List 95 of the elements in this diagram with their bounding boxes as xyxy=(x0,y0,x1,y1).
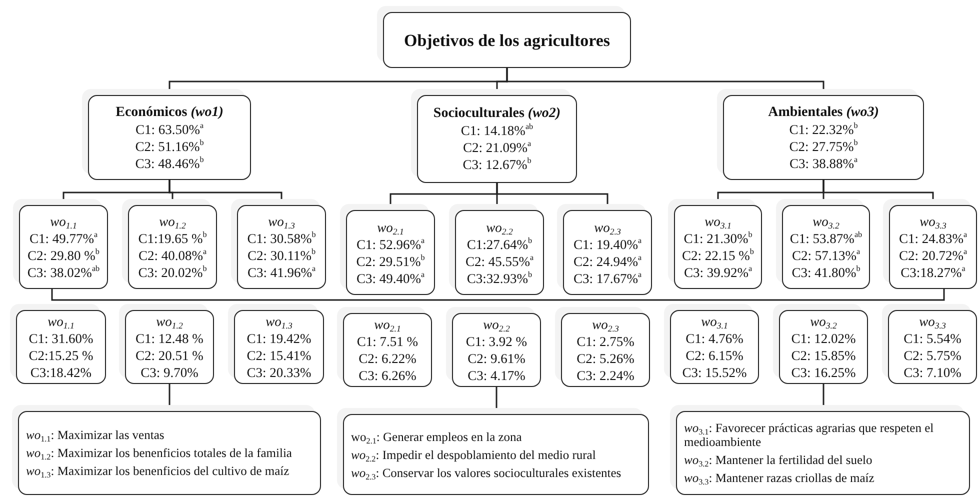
value-text: C3:18.42% xyxy=(30,364,92,381)
objective-label: wo$_{1.2}$ xyxy=(156,313,183,330)
value-text: C1:19.65 %$^{b}$ xyxy=(138,230,207,247)
value-text: C2: 29.80 %$^{b}$ xyxy=(28,247,100,264)
value-text: C2: 6.15% xyxy=(686,347,744,364)
value-text: C1: 19.40%$^{a}$ xyxy=(573,236,642,252)
value-text: C3: 49.40%$^{a}$ xyxy=(356,270,425,286)
value-text: C3: 20.02%$^{b}$ xyxy=(138,264,207,281)
value-text: C3: 38.88%$^{a}$ xyxy=(789,154,858,172)
value-text: C3:32.93%$^{b}$ xyxy=(466,270,532,286)
definition-text: wo$_{1.3}$: Maximizar los benenficios del cultivo de maíz xyxy=(26,464,290,478)
value-text: C1: 14.18%$^{ab}$ xyxy=(460,122,534,139)
definition-text: wo$_{2.3}$: Conservar los valores socioculturales existentes xyxy=(351,466,622,480)
value-text: C2: 20.72%$^{a}$ xyxy=(898,247,968,264)
value-text: C3: 39.92%$^{a}$ xyxy=(684,264,752,281)
value-text: C2: 15.85% xyxy=(791,347,856,364)
heading: Económicos (wo1) xyxy=(116,104,224,120)
objective-label: wo$_{2.1}$ xyxy=(377,218,404,236)
definition-text: wo$_{3.2}$: Mantener la fertilidad del suelo xyxy=(684,453,872,467)
value-text: C2: 24.94%$^{a}$ xyxy=(573,252,642,270)
value-text: C2: 21.09%$^{a}$ xyxy=(462,139,532,156)
objective-label: wo$_{3.1}$ xyxy=(704,213,732,230)
value-text: C2: 45.55%$^{a}$ xyxy=(465,252,534,270)
value-text: C1: 63.50%$^{a}$ xyxy=(135,120,204,138)
value-text: C1: 49.77%$^{a}$ xyxy=(29,230,98,247)
value-text: C2: 6.22% xyxy=(358,350,416,367)
value-text: C1: 4.76% xyxy=(686,330,744,347)
value-text: C1: 24.83%$^{a}$ xyxy=(898,230,968,247)
objective-label: wo$_{1.2}$ xyxy=(159,213,186,230)
objective-label: wo$_{3.2}$ xyxy=(810,313,837,330)
value-text: C3: 16.25% xyxy=(791,364,856,381)
value-text: C1: 5.54% xyxy=(904,330,962,347)
value-text: C3: 17.67%$^{a}$ xyxy=(573,270,642,286)
value-text: C2: 29.51%$^{b}$ xyxy=(356,252,425,270)
value-text: C2: 5.75% xyxy=(904,347,962,364)
value-text: C2: 51.16%$^{b}$ xyxy=(135,138,204,154)
value-text: C2: 40.08%$^{a}$ xyxy=(138,247,207,264)
objective-label: wo$_{1.3}$ xyxy=(266,313,292,330)
objective-label: wo$_{2.2}$ xyxy=(486,218,513,236)
value-text: C3: 15.52% xyxy=(682,364,747,381)
objective-label: wo$_{3.3}$ xyxy=(919,313,946,330)
objective-label: wo$_{2.3}$ xyxy=(594,218,621,236)
value-text: C3: 7.10% xyxy=(904,364,962,381)
value-text: C1: 22.32%$^{b}$ xyxy=(789,120,858,138)
objective-label: wo$_{3.3}$ xyxy=(920,213,946,230)
value-text: C2: 15.41% xyxy=(246,347,312,364)
heading: Socioculturales (wo2) xyxy=(433,105,561,122)
objective-label: wo$_{2.2}$ xyxy=(483,316,510,333)
value-text: C1: 12.48 % xyxy=(136,330,204,347)
value-text: C2: 57.13%$^{a}$ xyxy=(792,247,860,264)
value-text: C3: 12.67%$^{b}$ xyxy=(462,156,532,173)
definition-text: wo$_{2.1}$: Generar empleos en la zona xyxy=(351,430,522,444)
value-text: C2: 9.61% xyxy=(468,350,526,367)
objective-label: wo$_{3.1}$ xyxy=(701,313,728,330)
heading: Objetivos de los agricultores xyxy=(404,32,610,48)
value-text: C1: 3.92 % xyxy=(466,333,528,350)
value-text: C3: 6.26% xyxy=(358,367,416,384)
heading: Ambientales (wo3) xyxy=(768,104,879,120)
objective-label: wo$_{2.1}$ xyxy=(374,316,401,333)
connector-line xyxy=(51,289,945,301)
value-text: C1: 53.87%$^{ab}$ xyxy=(790,230,862,247)
value-text: C2:15.25 % xyxy=(28,347,94,364)
value-text: C1: 19.42% xyxy=(246,330,312,347)
value-text: C1: 31.60% xyxy=(28,330,94,347)
definition-text: wo$_{1.2}$: Maximizar los benenficios totales de la familia xyxy=(26,446,292,460)
value-text: C3: 2.24% xyxy=(576,367,634,384)
value-text: C2: 5.26% xyxy=(576,350,634,367)
value-text: C3: 48.46%$^{b}$ xyxy=(135,154,204,172)
definition-text: wo$_{3.1}$: Favorecer prácticas agrarias que respeten el medioambiente xyxy=(684,421,935,449)
value-text: C3: 41.96%$^{a}$ xyxy=(247,264,316,281)
definition-text: wo$_{2.2}$: Impedir el despoblamiento del medio rural xyxy=(351,448,596,462)
value-text: C3: 4.17% xyxy=(468,367,526,384)
value-text: C3: 9.70% xyxy=(140,364,198,381)
value-text: C2: 27.75%$^{b}$ xyxy=(789,138,858,154)
value-text: C3: 38.02%$^{ab}$ xyxy=(27,264,100,281)
objective-label: wo$_{1.1}$ xyxy=(50,213,77,230)
definition-text: wo$_{1.1}$: Maximizar las ventas xyxy=(26,428,164,442)
objective-label: wo$_{2.3}$ xyxy=(592,316,619,333)
value-text: C1: 21.30%$^{b}$ xyxy=(684,230,752,247)
value-text: C3: 41.80%$^{b}$ xyxy=(792,264,860,281)
value-text: C1: 2.75% xyxy=(576,333,634,350)
value-text: C3:18.27%$^{a}$ xyxy=(900,264,966,281)
value-text: C1:27.64%$^{b}$ xyxy=(466,236,532,252)
value-text: C2: 20.51 % xyxy=(136,347,204,364)
value-text: C1: 52.96%$^{a}$ xyxy=(356,236,425,252)
value-text: C1: 30.58%$^{b}$ xyxy=(247,230,316,247)
objective-label: wo$_{1.3}$ xyxy=(268,213,295,230)
value-text: C2: 22.15 %$^{b}$ xyxy=(682,247,754,264)
definition-text: wo$_{3.3}$: Mantener razas criollas de maíz xyxy=(684,471,874,485)
value-text: C1: 12.02% xyxy=(791,330,856,347)
value-text: C1: 7.51 % xyxy=(356,333,418,350)
value-text: C2: 30.11%$^{b}$ xyxy=(247,247,316,264)
value-text: C3: 20.33% xyxy=(246,364,312,381)
objective-label: wo$_{3.2}$ xyxy=(812,213,840,230)
objective-label: wo$_{1.1}$ xyxy=(48,313,74,330)
